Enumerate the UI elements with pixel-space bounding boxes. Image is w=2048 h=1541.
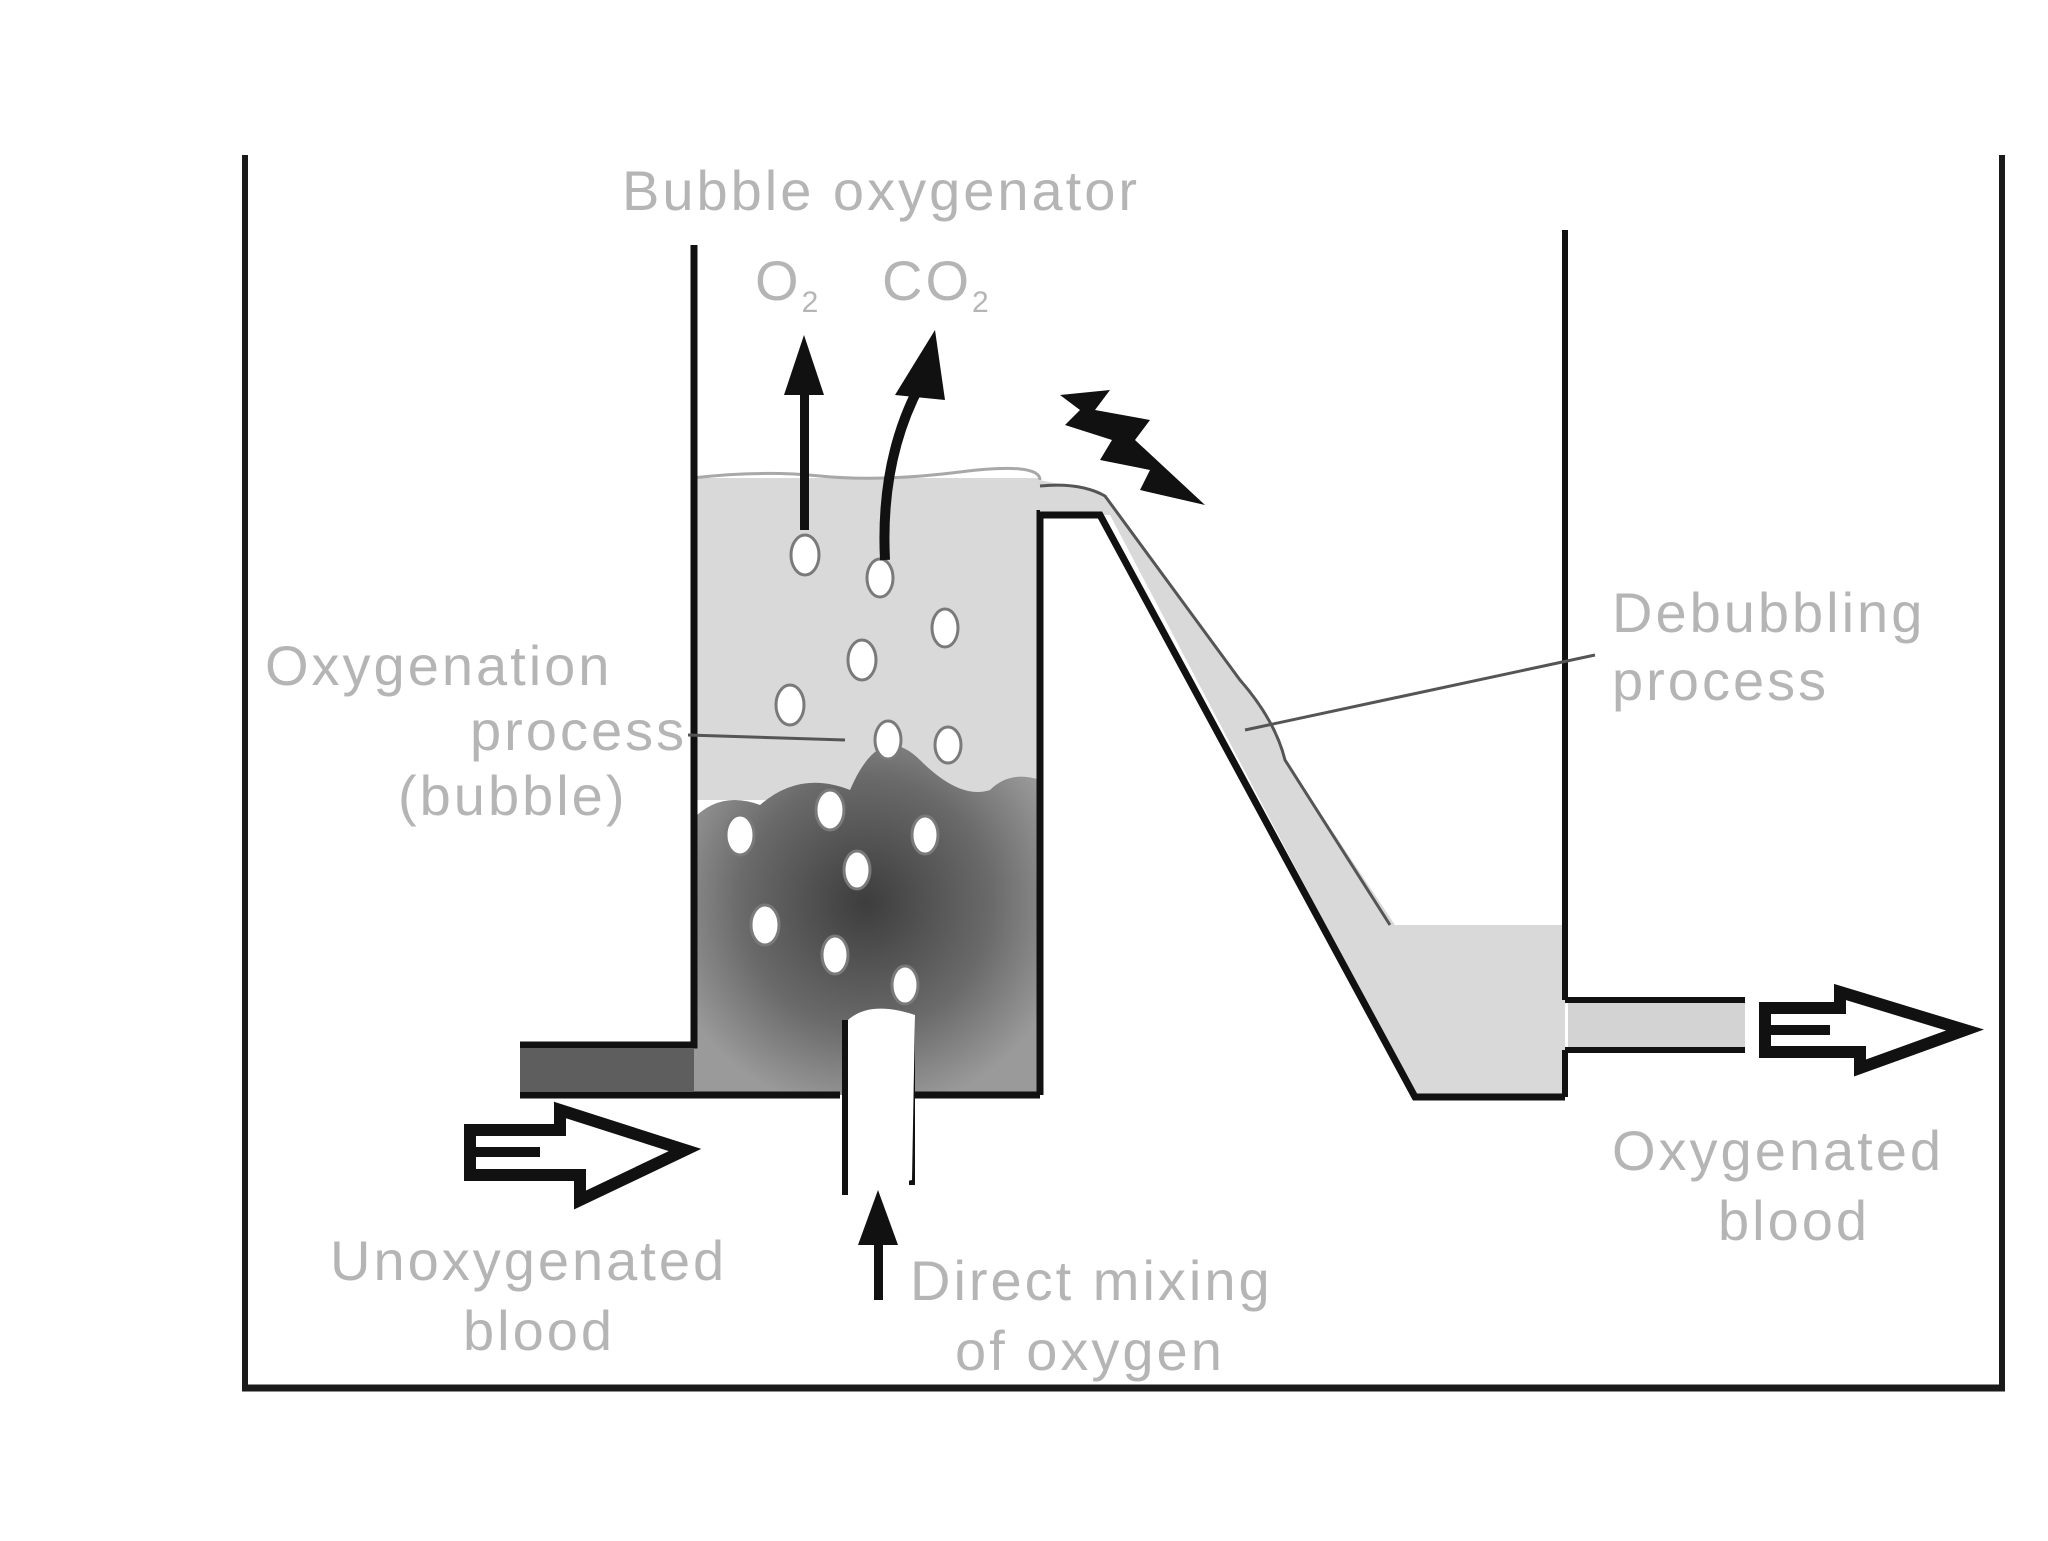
diagram-labels: Bubble oxygenator O2 CO2 Oxygenation pro… xyxy=(265,159,1944,1382)
unoxygenated-label-line-1: Unoxygenated xyxy=(330,1229,727,1292)
debubbling-label-line-1: Debubbling xyxy=(1612,581,1925,644)
oxygenator-chamber xyxy=(520,245,1044,1195)
unoxygenated-label-line-2: blood xyxy=(463,1299,615,1362)
mixing-label-line-1: Direct mixing xyxy=(910,1249,1273,1312)
oxygenation-label-line-1: Oxygenation xyxy=(265,634,612,697)
oxygen-bubbles xyxy=(724,533,963,1006)
oxygenation-label-line-2: process xyxy=(470,699,687,762)
debubbling-ramp xyxy=(1039,230,1745,1101)
oxygenated-label-line-2: blood xyxy=(1718,1189,1870,1252)
outflow-arrow xyxy=(1759,983,1984,1077)
spillover-arrow xyxy=(1060,390,1205,505)
oxygen-inlet-arrow xyxy=(858,1190,898,1300)
leader-lines xyxy=(687,653,1596,742)
figure-frame xyxy=(242,155,2005,1392)
gas-outflow-arrows xyxy=(784,330,945,561)
co2-label: CO2 xyxy=(882,249,992,319)
title-label: Bubble oxygenator xyxy=(622,159,1140,222)
o2-label: O2 xyxy=(755,249,821,319)
inflow-arrow xyxy=(464,1101,702,1210)
debubbling-label-line-2: process xyxy=(1612,649,1829,712)
oxygenation-label-line-3: (bubble) xyxy=(398,764,627,827)
mixing-label-line-2: of oxygen xyxy=(955,1319,1225,1382)
oxygenated-label-line-1: Oxygenated xyxy=(1612,1119,1944,1182)
